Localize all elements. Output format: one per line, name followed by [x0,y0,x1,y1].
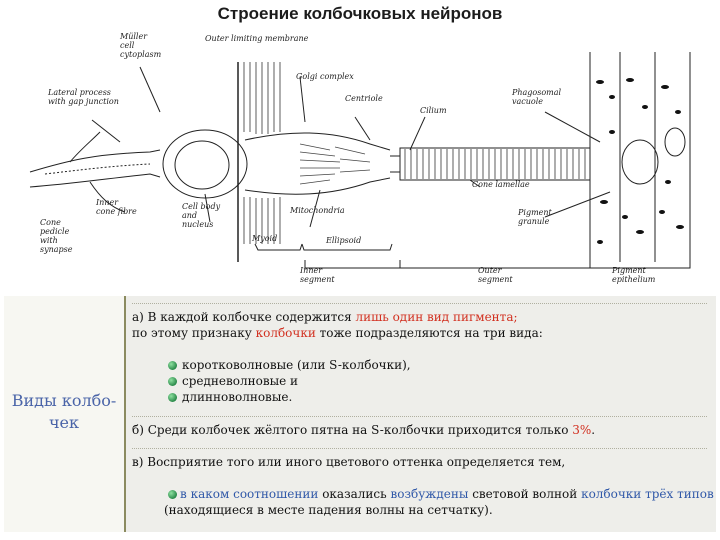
divider [132,448,707,449]
label-cone-pedicle: Cone pedicle with synapse [40,218,73,254]
label-cone-lamellae: Cone lamellae [472,180,530,189]
point-c-text: оказались [318,487,391,501]
cone-types-content: а) В каждой колбочке содержится лишь оди… [132,296,714,532]
sidebar: Виды колбо- чек [4,296,126,532]
point-c-line-1: в) Восприятие того или иного цветового о… [132,455,566,469]
bullet-icon [168,361,177,370]
bullet-item: коротковолновые (или S-колбочки), [182,358,411,372]
point-a-line-1: а) В каждой колбочке содержится лишь оди… [132,310,518,324]
label-myoid: Myoid [252,234,278,243]
label-golgi-complex: Golgi complex [296,72,354,81]
point-b-text-end: . [591,423,596,437]
label-pigment-granule: Pigment granule [518,208,552,226]
label-outer-segment: Outer segment [478,266,513,284]
label-muller-cell: Müller cell cytoplasm [120,32,162,59]
cone-neuron-diagram: Müller cell cytoplasm Outer limiting mem… [0,22,720,292]
label-cell-body: Cell body and nucleus [182,202,221,229]
point-a2-highlight: колбочки [255,326,316,340]
point-c-line-2: в каком соотношении оказались возбуждены… [180,487,714,501]
point-b: б) Среди колбочек жёлтого пятна на S-кол… [132,423,595,437]
point-a-line-2: по этому признаку колбочки тоже подразде… [132,326,543,340]
cone-cell-illustration [29,52,691,269]
label-mitochondria: Mitochondria [290,206,345,215]
bullet-icon [168,393,177,402]
cone-types-heading: Виды колбо- чек [11,391,117,432]
label-inner-cone-fibre: Inner cone fibre [96,198,137,216]
label-phagosomal-vacuole: Phagosomal vacuole [512,88,562,106]
label-inner-segment: Inner segment [300,266,335,284]
label-pigment-epithelium: Pigment epithelium [612,266,656,284]
point-c-highlight: в каком соотношении [180,487,319,501]
bullet-icon [168,377,177,386]
label-outer-limiting-membrane: Outer limiting membrane [205,34,309,43]
point-a2-text-end: тоже подразделяются на три вида: [315,326,543,340]
bullet-item: длинноволновые. [182,390,293,404]
label-ellipsoid: Ellipsoid [326,236,362,245]
bullet-icon [168,490,177,499]
label-lateral-process: Lateral process with gap junction [48,88,119,106]
point-a2-text: по этому признаку [132,326,256,340]
label-centriole: Centriole [345,94,383,103]
divider [132,303,707,304]
point-c-highlight: возбуждены [390,487,469,501]
point-c-text: световой волной [468,487,582,501]
point-a-highlight: лишь один вид пигмента; [355,310,518,324]
page-title: Строение колбочковых нейронов [217,4,503,23]
bullet-item: средневолновые и [182,374,299,388]
point-c-line-3: (находящиеся в месте падения волны на се… [164,503,493,517]
point-c-highlight: колбочки трёх типов [581,487,714,501]
divider [132,416,707,417]
point-a-text: а) В каждой колбочке содержится [132,310,356,324]
cone-types-panel: Виды колбо- чек а) В каждой колбочке сод… [4,296,716,532]
point-b-text: б) Среди колбочек жёлтого пятна на S-кол… [132,423,573,437]
label-cilium: Cilium [420,106,447,115]
point-b-highlight: 3% [572,423,592,437]
